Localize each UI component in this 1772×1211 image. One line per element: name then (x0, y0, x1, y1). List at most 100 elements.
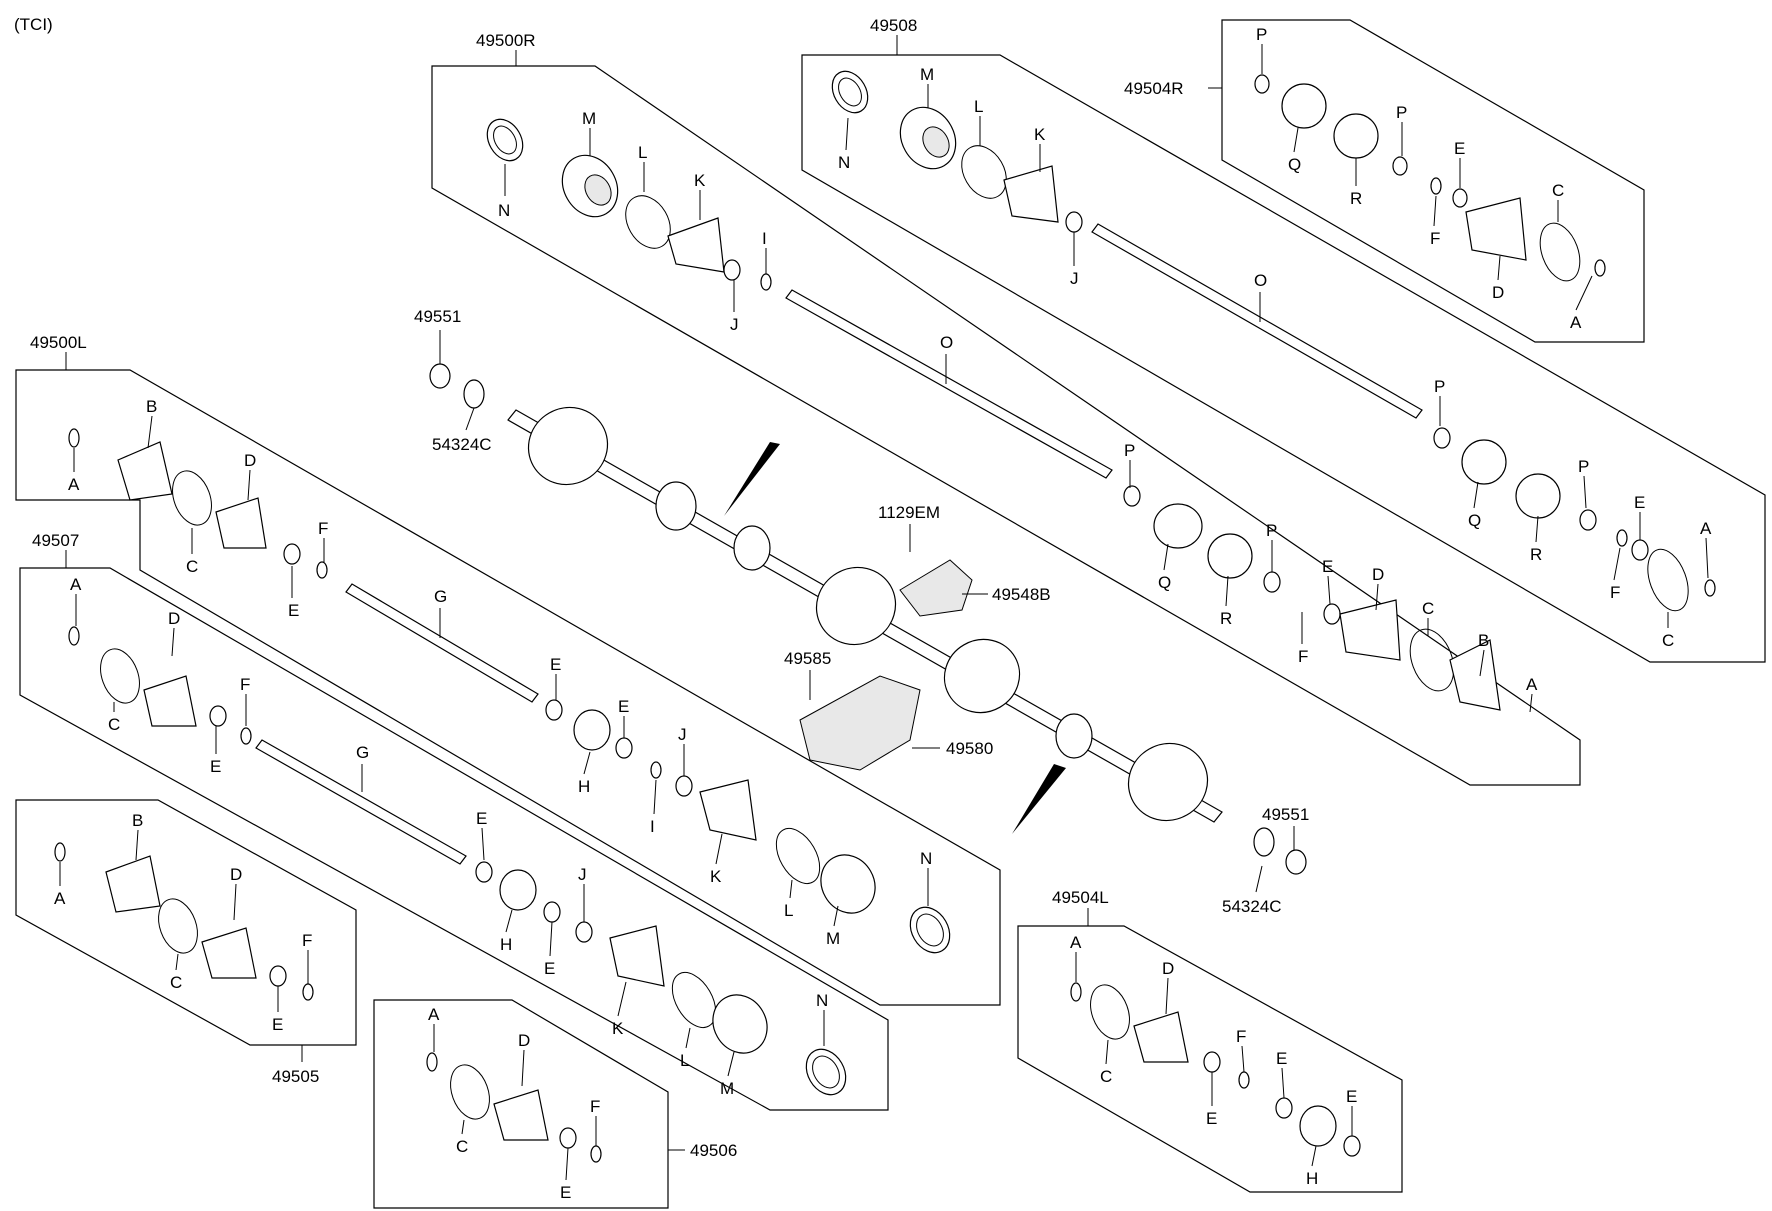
callout-I: I (762, 229, 767, 248)
callout-R: R (1350, 189, 1362, 208)
label-49500L: 49500L (30, 333, 87, 352)
callout-P: P (1434, 377, 1445, 396)
callout-N: N (838, 153, 850, 172)
label-54324C-bottom: 54324C (1222, 897, 1282, 916)
callout-D: D (518, 1031, 530, 1050)
label-49505: 49505 (272, 1067, 319, 1086)
callout-P: P (1266, 521, 1277, 540)
label-49585: 49585 (784, 649, 831, 668)
callout-P: P (1396, 103, 1407, 122)
callout-L: L (680, 1051, 689, 1070)
callout-C: C (456, 1137, 468, 1156)
callout-M: M (582, 109, 596, 128)
callout-Q: Q (1158, 573, 1171, 592)
callout-A: A (1700, 519, 1712, 538)
callout-A: A (428, 1005, 440, 1024)
label-49504R: 49504R (1124, 79, 1184, 98)
callout-J: J (1070, 269, 1079, 288)
callout-L: L (638, 143, 647, 162)
callout-A: A (54, 889, 66, 908)
callout-M: M (720, 1079, 734, 1098)
callout-F: F (1430, 229, 1440, 248)
callout-D: D (230, 865, 242, 884)
label-49500R: 49500R (476, 31, 536, 50)
label-49507: 49507 (32, 531, 79, 550)
callout-A: A (1070, 933, 1082, 952)
callout-H: H (500, 935, 512, 954)
callout-F: F (302, 931, 312, 950)
assembly-49500L-box: 49500L (15, 333, 1001, 1006)
callout-R: R (1220, 609, 1232, 628)
callout-C: C (1100, 1067, 1112, 1086)
callout-C: C (1552, 181, 1564, 200)
callout-Q: Q (1468, 511, 1481, 530)
callout-K: K (1034, 125, 1046, 144)
assembly-49504L-box: 49504L (1017, 888, 1403, 1193)
callout-L: L (974, 97, 983, 116)
callout-A: A (70, 575, 82, 594)
callout-M: M (920, 65, 934, 84)
label-49551-bottom: 49551 (1262, 805, 1309, 824)
callout-J: J (678, 725, 687, 744)
label-1129EM: 1129EM (878, 503, 940, 522)
callout-R: R (1530, 545, 1542, 564)
callout-E: E (1634, 493, 1645, 512)
callout-E: E (1206, 1109, 1217, 1128)
callout-D: D (168, 609, 180, 628)
callout-E: E (560, 1183, 571, 1202)
callout-A: A (68, 475, 80, 494)
callout-O: O (1254, 271, 1267, 290)
callout-L: L (784, 901, 793, 920)
callout-D: D (1492, 283, 1504, 302)
callout-C: C (108, 715, 120, 734)
callout-J: J (730, 315, 739, 334)
label-49551-top: 49551 (414, 307, 461, 326)
callout-B: B (146, 397, 157, 416)
callout-P: P (1124, 441, 1135, 460)
callout-E: E (1322, 557, 1333, 576)
label-49504L: 49504L (1052, 888, 1109, 907)
callout-O: O (940, 333, 953, 352)
callout-E: E (550, 655, 561, 674)
callout-Q: Q (1288, 155, 1301, 174)
assembly-49508-box: 49508 (801, 16, 1766, 663)
callout-F: F (590, 1097, 600, 1116)
callout-E: E (1454, 139, 1465, 158)
callout-G: G (434, 587, 447, 606)
variant-label: (TCI) (14, 15, 53, 34)
callout-C: C (170, 973, 182, 992)
callout-F: F (1236, 1027, 1246, 1046)
label-49548B: 49548B (992, 585, 1051, 604)
callout-J: J (578, 865, 587, 884)
callout-E: E (618, 697, 629, 716)
callout-D: D (1372, 565, 1384, 584)
callout-E: E (272, 1015, 283, 1034)
callout-F: F (1298, 647, 1308, 666)
callout-E: E (210, 757, 221, 776)
label-49508: 49508 (870, 16, 917, 35)
callout-K: K (694, 171, 706, 190)
assembly-49507-box: 49507 (19, 531, 889, 1111)
callout-B: B (1478, 631, 1489, 650)
callout-H: H (578, 777, 590, 796)
callout-I: I (650, 817, 655, 836)
callout-P: P (1578, 457, 1589, 476)
center-part-labels: 49551 54324C 1129EM 49548B 49585 49580 4… (414, 307, 1309, 916)
callout-D: D (1162, 959, 1174, 978)
callout-F: F (318, 519, 328, 538)
callout-K: K (612, 1019, 624, 1038)
assembly-49504R-box: 49504R (1124, 19, 1645, 343)
callout-C: C (186, 557, 198, 576)
callout-K: K (710, 867, 722, 886)
callout-A: A (1526, 675, 1538, 694)
assembly-49506-box: 49506 (373, 999, 737, 1209)
letter-callouts: N M L K J I O P Q R P F E D C B A N (54, 25, 1712, 1202)
assembly-49500R-box: 49500R (431, 31, 1581, 786)
callout-N: N (498, 201, 510, 220)
callout-M: M (826, 929, 840, 948)
callout-G: G (356, 743, 369, 762)
callout-H: H (1306, 1169, 1318, 1188)
callout-A: A (1570, 313, 1582, 332)
callout-F: F (240, 675, 250, 694)
